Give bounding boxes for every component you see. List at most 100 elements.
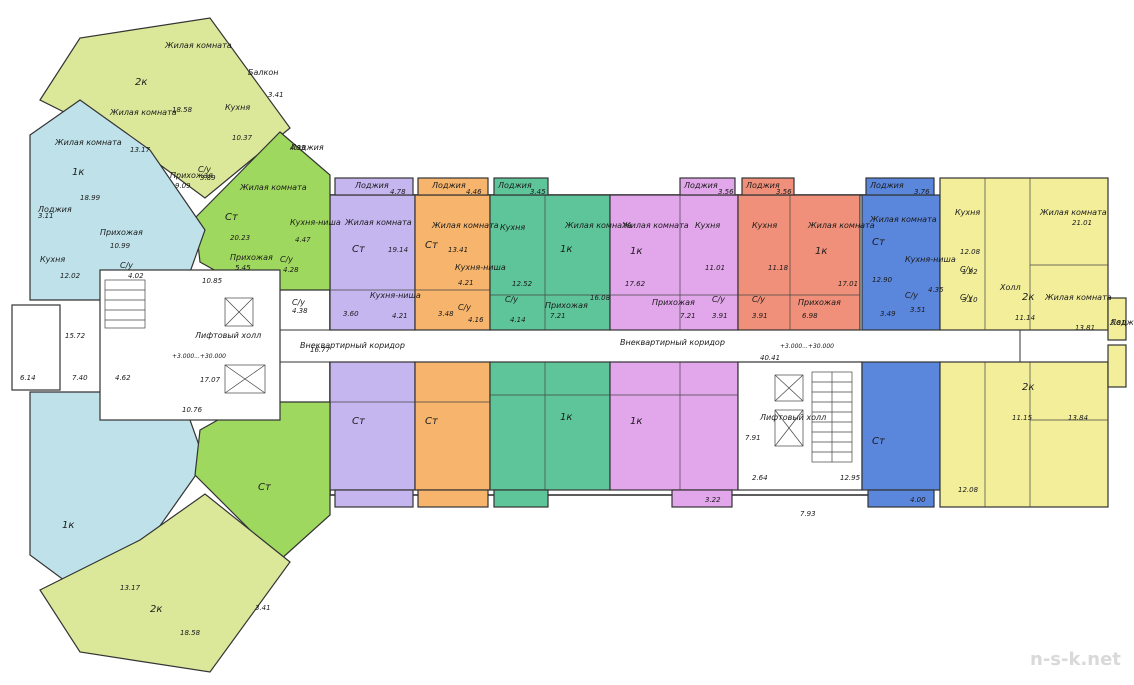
apt-top-teal[interactable] <box>489 194 611 331</box>
room-type-r22: Кухня-ниша <box>455 263 506 272</box>
apt-type-marker-13: 1к <box>630 416 642 427</box>
apt-type-marker-7: 1к <box>815 246 827 257</box>
lift-right-icon <box>774 374 804 447</box>
room-type-r43: С/у <box>905 291 918 300</box>
room-type-r45: Жилая комната <box>1039 208 1107 217</box>
misc-number-lift_left: 15.72 <box>65 332 86 340</box>
room-type-r49: С/у <box>960 293 973 302</box>
misc-number-left_c: 4.62 <box>115 374 131 382</box>
room-area-r4: 9.09 <box>175 182 191 190</box>
room-area-r23: 4.46 <box>466 188 482 196</box>
misc-number-stair_small2: 3.48 <box>438 310 454 318</box>
room-area-r34: 3.91 <box>712 312 728 320</box>
room-type-r5: С/у <box>198 165 211 174</box>
room-type-r6: Балкон <box>248 68 278 77</box>
room-area-r29: 4.14 <box>510 316 526 324</box>
apt-top-magenta[interactable] <box>609 194 739 331</box>
room-type-r8: Жилая комната <box>54 138 122 147</box>
loggia-top-orange <box>417 177 489 196</box>
apt-left-top-cyan[interactable] <box>29 99 206 301</box>
loggia-bot-purple <box>334 489 414 508</box>
room-type-r14: Кухня-ниша <box>290 218 341 227</box>
misc-number-lift_right4: 12.95 <box>840 474 861 482</box>
room-type-r1: Жилая комната <box>164 41 232 50</box>
apt-top-blue[interactable] <box>861 194 941 331</box>
misc-number-left_e: 10.76 <box>182 406 203 414</box>
misc-number-left_a: 6.14 <box>20 374 36 382</box>
stair-lift-left <box>99 269 281 421</box>
apt-type-marker-10: Ст <box>352 416 366 427</box>
loggia-top-teal <box>493 177 549 196</box>
room-area-r8: 18.99 <box>80 194 101 202</box>
room-type-r36: Жилая комната <box>807 221 875 230</box>
room-area-r20: 4.38 <box>292 307 308 315</box>
apt-top-orange[interactable] <box>414 194 491 331</box>
room-type-r24: С/у <box>458 303 471 312</box>
room-type-r40: Жилая комната <box>869 215 937 224</box>
loggia-bot-orange <box>417 489 489 508</box>
apt-bot-teal[interactable] <box>489 361 611 491</box>
room-area-r22: 4.21 <box>458 279 474 287</box>
room-type-r42: Лоджия <box>869 181 904 190</box>
room-type-r18: Кухня-ниша <box>370 291 421 300</box>
apt-left-bot-lime[interactable] <box>39 493 291 673</box>
room-area-r49: 3.10 <box>962 296 978 304</box>
room-area-r37: 3.56 <box>776 188 792 196</box>
level-label-right: +3.000...+30.000 <box>780 343 834 350</box>
room-type-r32: Лоджия <box>683 181 718 190</box>
room-area-r12: 3.11 <box>38 212 54 220</box>
room-type-r4: Прихожая <box>170 171 213 180</box>
room-type-r20: С/у <box>292 298 305 307</box>
room-area-r47: 13.81 <box>1075 324 1095 332</box>
watermark-text: n-s-k.net <box>1030 649 1121 670</box>
apt-bot-blue[interactable] <box>861 361 941 491</box>
apt-bot-purple[interactable] <box>329 361 416 491</box>
apt-top-purple[interactable] <box>329 194 416 331</box>
room-type-r19: Лоджия <box>354 181 389 190</box>
room-area-r24: 4.16 <box>468 316 484 324</box>
apt-type-marker-9: 2к <box>1022 292 1034 303</box>
loggia-bot-magenta <box>671 489 733 508</box>
room-area-r38: 6.98 <box>802 312 818 320</box>
room-type-r39: С/у <box>752 295 765 304</box>
room-area-r26: 16.08 <box>590 294 611 302</box>
apt-type-marker-5: 1к <box>560 244 572 255</box>
room-area-r35: 11.18 <box>768 264 789 272</box>
apt-right-bot-yellow[interactable] <box>939 361 1109 508</box>
room-area-r46: 11.14 <box>1015 314 1035 322</box>
misc-number-holl_bot: 11.15 <box>1012 414 1033 422</box>
room-type-r29: С/у <box>505 295 518 304</box>
apt-type-marker-16: 1к <box>62 520 74 531</box>
apt-type-marker-18: 2к <box>150 604 162 615</box>
room-type-r13: Жилая комната <box>239 183 307 192</box>
room-type-r44: Кухня <box>955 208 980 217</box>
misc-number-stair_small3: 3.49 <box>880 310 896 318</box>
room-area-r41: 4.35 <box>928 286 944 294</box>
left-end-block <box>11 304 61 391</box>
apt-bot-magenta[interactable] <box>609 361 739 491</box>
room-area-r42: 3.76 <box>914 188 930 196</box>
misc-number-kuhnya_bot: 12.08 <box>958 486 979 494</box>
misc-number-lift_right: 40.41 <box>760 354 780 362</box>
room-type-r26: Жилая комната <box>564 221 632 230</box>
apt-right-top-yellow[interactable] <box>939 177 1109 331</box>
apt-top-salmon[interactable] <box>737 194 861 331</box>
room-type-r41: Кухня-ниша <box>905 255 956 264</box>
room-type-r15: Прихожая <box>230 253 273 262</box>
apt-bot-orange[interactable] <box>414 361 491 491</box>
room-area-r9: 10.99 <box>110 242 131 250</box>
room-type-r10: Кухня <box>40 255 65 264</box>
misc-number-zk_bot2: 18.58 <box>180 629 201 637</box>
misc-number-lift_right5: 7.93 <box>800 510 816 518</box>
room-area-r31: 11.01 <box>705 264 725 272</box>
apt-type-marker-11: Ст <box>425 416 439 427</box>
misc-number-bot_lodzh2: 4.00 <box>910 496 926 504</box>
lift-hall-label-right: Лифтовый холл <box>759 413 826 422</box>
room-type-r46: Холл <box>999 283 1021 292</box>
room-type-r28: Прихожая <box>545 301 588 310</box>
partitions <box>330 178 1108 507</box>
misc-number-balk_bot: 3.41 <box>255 604 271 612</box>
lift-hall-right <box>737 361 863 491</box>
